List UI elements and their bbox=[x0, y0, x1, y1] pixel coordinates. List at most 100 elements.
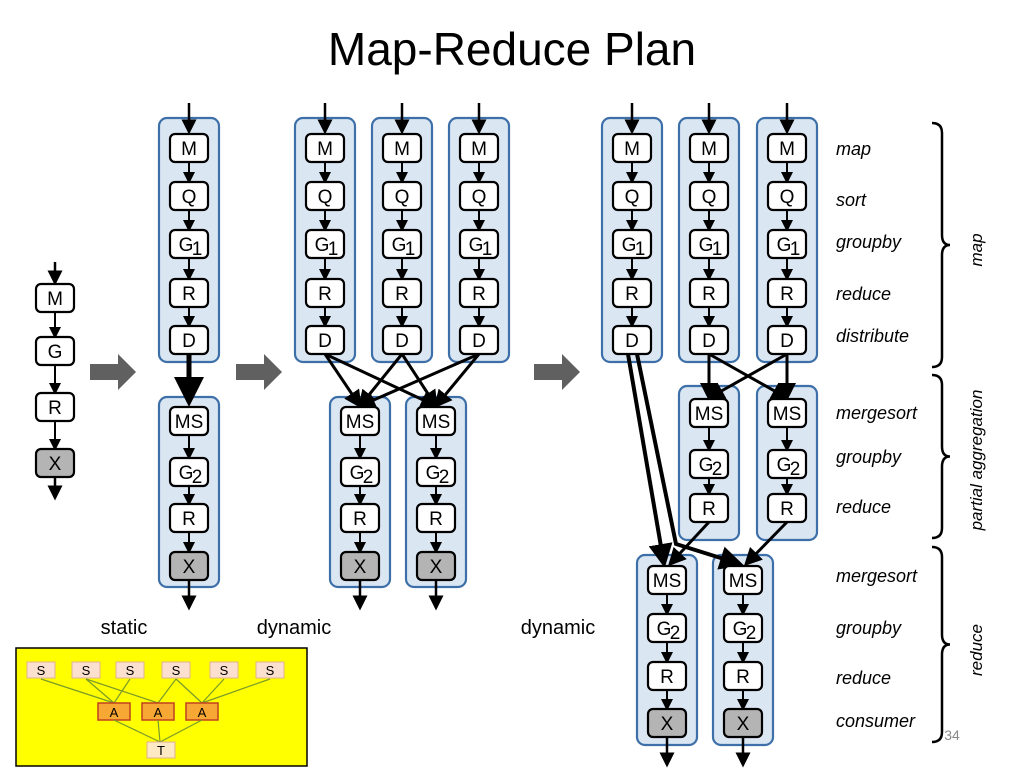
node-subscript: 2 bbox=[363, 467, 374, 488]
node-groupby2: G2 bbox=[766, 448, 808, 480]
node-box bbox=[766, 228, 808, 260]
node-mergesort: MS bbox=[415, 405, 457, 437]
node-map: M bbox=[766, 132, 808, 164]
node-box bbox=[611, 132, 653, 164]
node-box bbox=[458, 228, 500, 260]
shuffle-arrow bbox=[357, 352, 480, 409]
node-distribute: D bbox=[611, 324, 653, 356]
node-map: M bbox=[168, 132, 210, 164]
node-sort: Q bbox=[168, 180, 210, 212]
node-box bbox=[381, 228, 423, 260]
node-box bbox=[381, 324, 423, 356]
shuffle-arrow bbox=[743, 520, 789, 567]
node-label: Q bbox=[472, 187, 487, 208]
page-number: 34 bbox=[944, 727, 960, 743]
node-label: D bbox=[780, 331, 794, 352]
node-mergesort: MS bbox=[339, 405, 381, 437]
node-consumer: X bbox=[722, 707, 764, 739]
inset-edge bbox=[40, 678, 115, 704]
caption-dynamic-1: dynamic bbox=[257, 617, 331, 639]
phase-label-mergesort: mergesort bbox=[836, 403, 918, 423]
node-box bbox=[381, 132, 423, 164]
node-label: R bbox=[736, 667, 750, 688]
node-label: MS bbox=[346, 412, 375, 433]
node-reduce: R bbox=[611, 277, 653, 309]
node-map: M bbox=[381, 132, 423, 164]
node-reduce: R bbox=[381, 277, 423, 309]
node-label: R bbox=[702, 499, 716, 520]
node-subscript: 2 bbox=[712, 459, 723, 480]
shuffle-arrow bbox=[635, 353, 744, 570]
node-groupby1: G1 bbox=[304, 228, 346, 260]
node-subscript: 2 bbox=[439, 467, 450, 488]
inset-source-label: S bbox=[266, 663, 275, 678]
node-box bbox=[722, 564, 764, 596]
node-box bbox=[168, 277, 210, 309]
transition-arrow-2 bbox=[236, 354, 282, 390]
inset-source-node bbox=[71, 661, 101, 679]
node-label: R bbox=[182, 284, 196, 305]
node-label: M bbox=[624, 139, 640, 160]
node-box bbox=[168, 456, 210, 488]
node-sort: Q bbox=[688, 180, 730, 212]
brace-partial-aggregation bbox=[931, 373, 951, 540]
node-label: R bbox=[625, 284, 639, 305]
node-subscript: 1 bbox=[405, 239, 416, 260]
node-label: M bbox=[701, 139, 717, 160]
inset-source-node bbox=[26, 661, 56, 679]
shuffle-arrow bbox=[706, 352, 788, 400]
node-box bbox=[646, 612, 688, 644]
node-sort: Q bbox=[304, 180, 346, 212]
node-subscript: 1 bbox=[192, 239, 203, 260]
node-reduce: R bbox=[415, 502, 457, 534]
node-label: R bbox=[780, 284, 794, 305]
node-label: D bbox=[182, 331, 196, 352]
node-label: MS bbox=[653, 571, 682, 592]
node-label: Q bbox=[182, 187, 197, 208]
node-box bbox=[381, 180, 423, 212]
node-label: R bbox=[429, 509, 443, 530]
node-label: G bbox=[622, 235, 637, 256]
node-box bbox=[646, 707, 688, 739]
node-box bbox=[688, 180, 730, 212]
node-reduce: R bbox=[339, 502, 381, 534]
node-box bbox=[688, 492, 730, 524]
node-box bbox=[766, 277, 808, 309]
node-reduce: R bbox=[722, 660, 764, 692]
node-label: R bbox=[472, 284, 486, 305]
node-label: MS bbox=[175, 412, 204, 433]
node-label: G bbox=[48, 342, 63, 363]
node-reduce: R bbox=[688, 492, 730, 524]
phase-label-groupby_2: groupby bbox=[836, 447, 902, 467]
node-label: D bbox=[318, 331, 332, 352]
node-groupby2: G2 bbox=[722, 612, 764, 644]
node-box bbox=[688, 397, 730, 429]
phase-label-groupby: groupby bbox=[836, 232, 902, 252]
node-box bbox=[339, 456, 381, 488]
inset-source-label: S bbox=[37, 663, 46, 678]
node-box bbox=[766, 132, 808, 164]
node-box bbox=[458, 324, 500, 356]
inset-source-node bbox=[115, 661, 145, 679]
node-label: X bbox=[737, 714, 750, 735]
inset-agg-label: A bbox=[110, 705, 119, 720]
node-box bbox=[304, 132, 346, 164]
node-label: MS bbox=[729, 571, 758, 592]
node-label: R bbox=[780, 499, 794, 520]
node-label: R bbox=[395, 284, 409, 305]
inset-edge bbox=[157, 719, 161, 743]
node-label: G bbox=[426, 463, 441, 484]
node-label: R bbox=[702, 284, 716, 305]
node-label: M bbox=[779, 139, 795, 160]
node-label: MS bbox=[773, 404, 802, 425]
shuffle-arrow bbox=[434, 353, 481, 409]
node-map: M bbox=[304, 132, 346, 164]
inset-edge bbox=[113, 719, 161, 743]
phase-label-consumer: consumer bbox=[836, 711, 916, 731]
node-subscript: 1 bbox=[790, 239, 801, 260]
node-box bbox=[766, 397, 808, 429]
node-mergesort: MS bbox=[688, 397, 730, 429]
node-label: X bbox=[49, 454, 62, 475]
inset-edge bbox=[113, 678, 131, 704]
inset-target-node bbox=[146, 741, 176, 759]
